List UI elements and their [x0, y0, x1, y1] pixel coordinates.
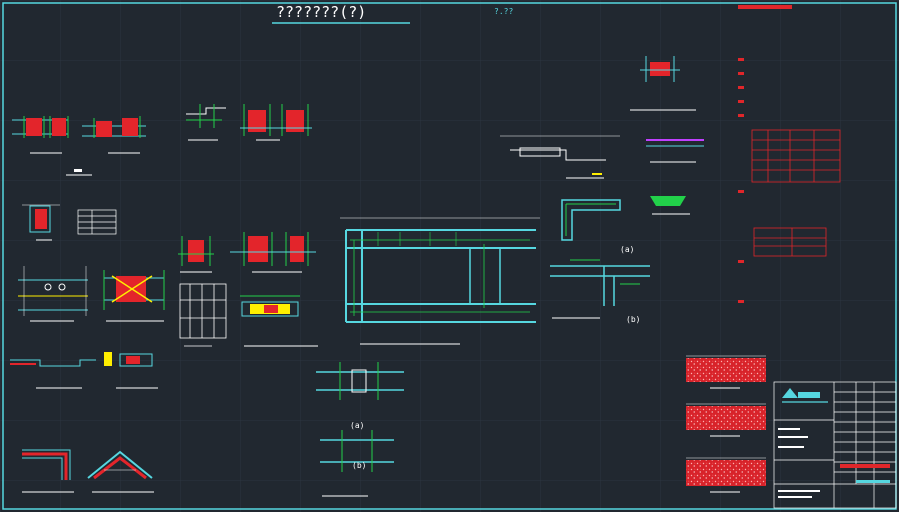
title-block-red-strip: [840, 464, 890, 468]
detail-roof-ridge: [87, 450, 154, 493]
rebar-schedule-table-right-2: [753, 227, 827, 257]
detail-beam-opening: [18, 266, 88, 322]
title-block-cyan-strip: [856, 480, 890, 483]
detail-section-b: (b): [320, 430, 394, 497]
section-label-a: (a): [350, 421, 364, 430]
section-label-b: (b): [352, 461, 366, 470]
rebar-schedule-table-left: [77, 209, 117, 235]
label-row-1: [66, 169, 92, 176]
detail-masonry-section-2: [686, 403, 766, 437]
detail-column-small: [178, 236, 214, 273]
legend-red-markers: [738, 58, 744, 303]
sheet-title: ???????(?): [276, 3, 366, 21]
detail-l-corner: [22, 449, 74, 493]
detail-purple-beam: [646, 139, 704, 163]
detail-step-beam: [500, 135, 620, 179]
detail-frame-elevation: [340, 217, 540, 345]
detail-masonry-section-3: [686, 457, 766, 493]
detail-lintel: [240, 295, 318, 347]
detail-column-pair: [230, 232, 316, 273]
right-section-label-b: (b): [626, 315, 640, 324]
title-block: [773, 381, 897, 509]
detail-wall-corner-1: [12, 116, 69, 154]
detail-l-beam-a: (a): [561, 199, 634, 254]
rebar-schedule-table-right-1: [751, 129, 841, 183]
detail-slab-step: [186, 104, 226, 141]
title-block-text-bars: [778, 428, 820, 498]
detail-column-box: [22, 204, 60, 241]
detail-cross-bracing: [103, 270, 165, 322]
right-section-label-a: (a): [620, 245, 634, 254]
detail-green-footing: [650, 196, 690, 215]
sheet-subtitle: ?.??: [494, 7, 513, 16]
company-logo: [782, 388, 828, 403]
detail-wall-corner-2: [82, 116, 146, 154]
detail-grid-elevation: [179, 283, 227, 347]
detail-section-a: (a): [316, 362, 404, 430]
top-right-red-bar: [738, 5, 792, 9]
detail-l-beam-b: (b): [550, 259, 650, 324]
detail-wall-small: [104, 352, 158, 389]
detail-top-right-pier: [630, 56, 696, 111]
detail-wall-step: [10, 359, 96, 389]
detail-pier-pair: [240, 104, 312, 141]
detail-masonry-section-1: [686, 355, 766, 389]
